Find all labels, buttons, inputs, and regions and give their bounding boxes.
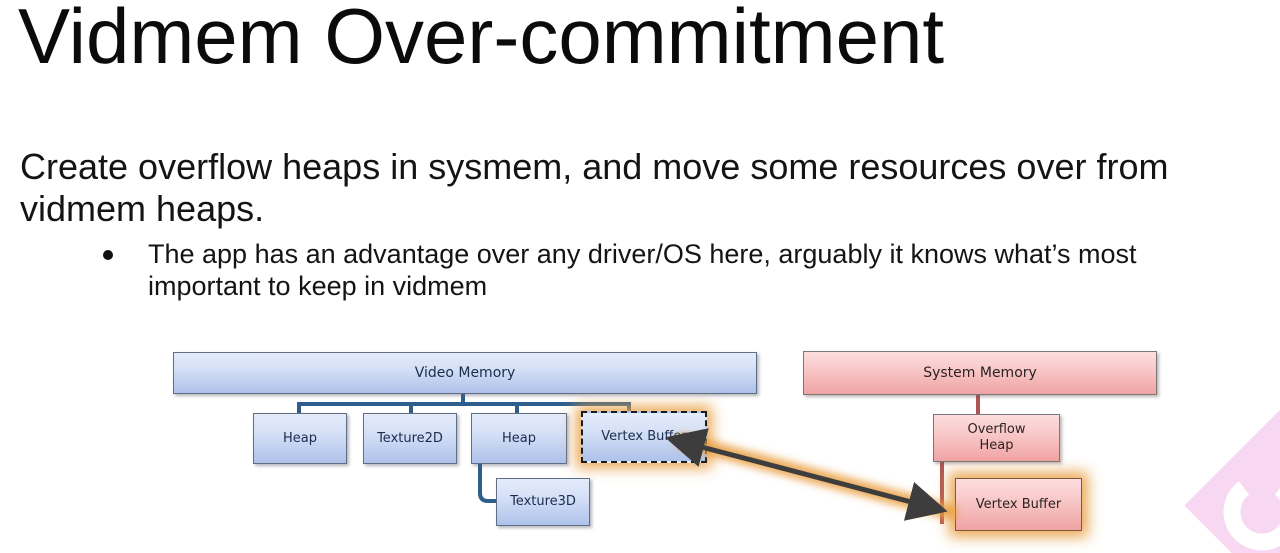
bullet-line-1: The app has an advantage over any driver… [148, 239, 1137, 269]
node-heap-1: Heap [253, 413, 347, 464]
bullet-line-2: important to keep in vidmem [148, 271, 488, 301]
node-heap-2: Heap [471, 413, 567, 464]
node-texture3d: Texture3D [496, 478, 590, 526]
watermark-diamond-logo [1184, 397, 1280, 553]
body-text: Create overflow heaps in sysmem, and mov… [20, 146, 1280, 230]
node-texture2d: Texture2D [363, 413, 457, 464]
node-video-memory: Video Memory [173, 352, 757, 394]
node-vertex-buffer-vidmem: Vertex Buffer [581, 411, 707, 463]
node-system-memory: System Memory [803, 351, 1157, 395]
node-overflow-heap: Overflow Heap [933, 414, 1060, 462]
body-line-1: Create overflow heaps in sysmem, and mov… [20, 146, 1169, 187]
bullet-dot [103, 250, 113, 260]
node-vertex-buffer-sysmem: Vertex Buffer [955, 478, 1082, 531]
bullet-text: The app has an advantage over any driver… [148, 238, 1258, 302]
body-line-2: vidmem heaps. [20, 188, 265, 229]
slide-title: Vidmem Over-commitment [18, 0, 945, 80]
